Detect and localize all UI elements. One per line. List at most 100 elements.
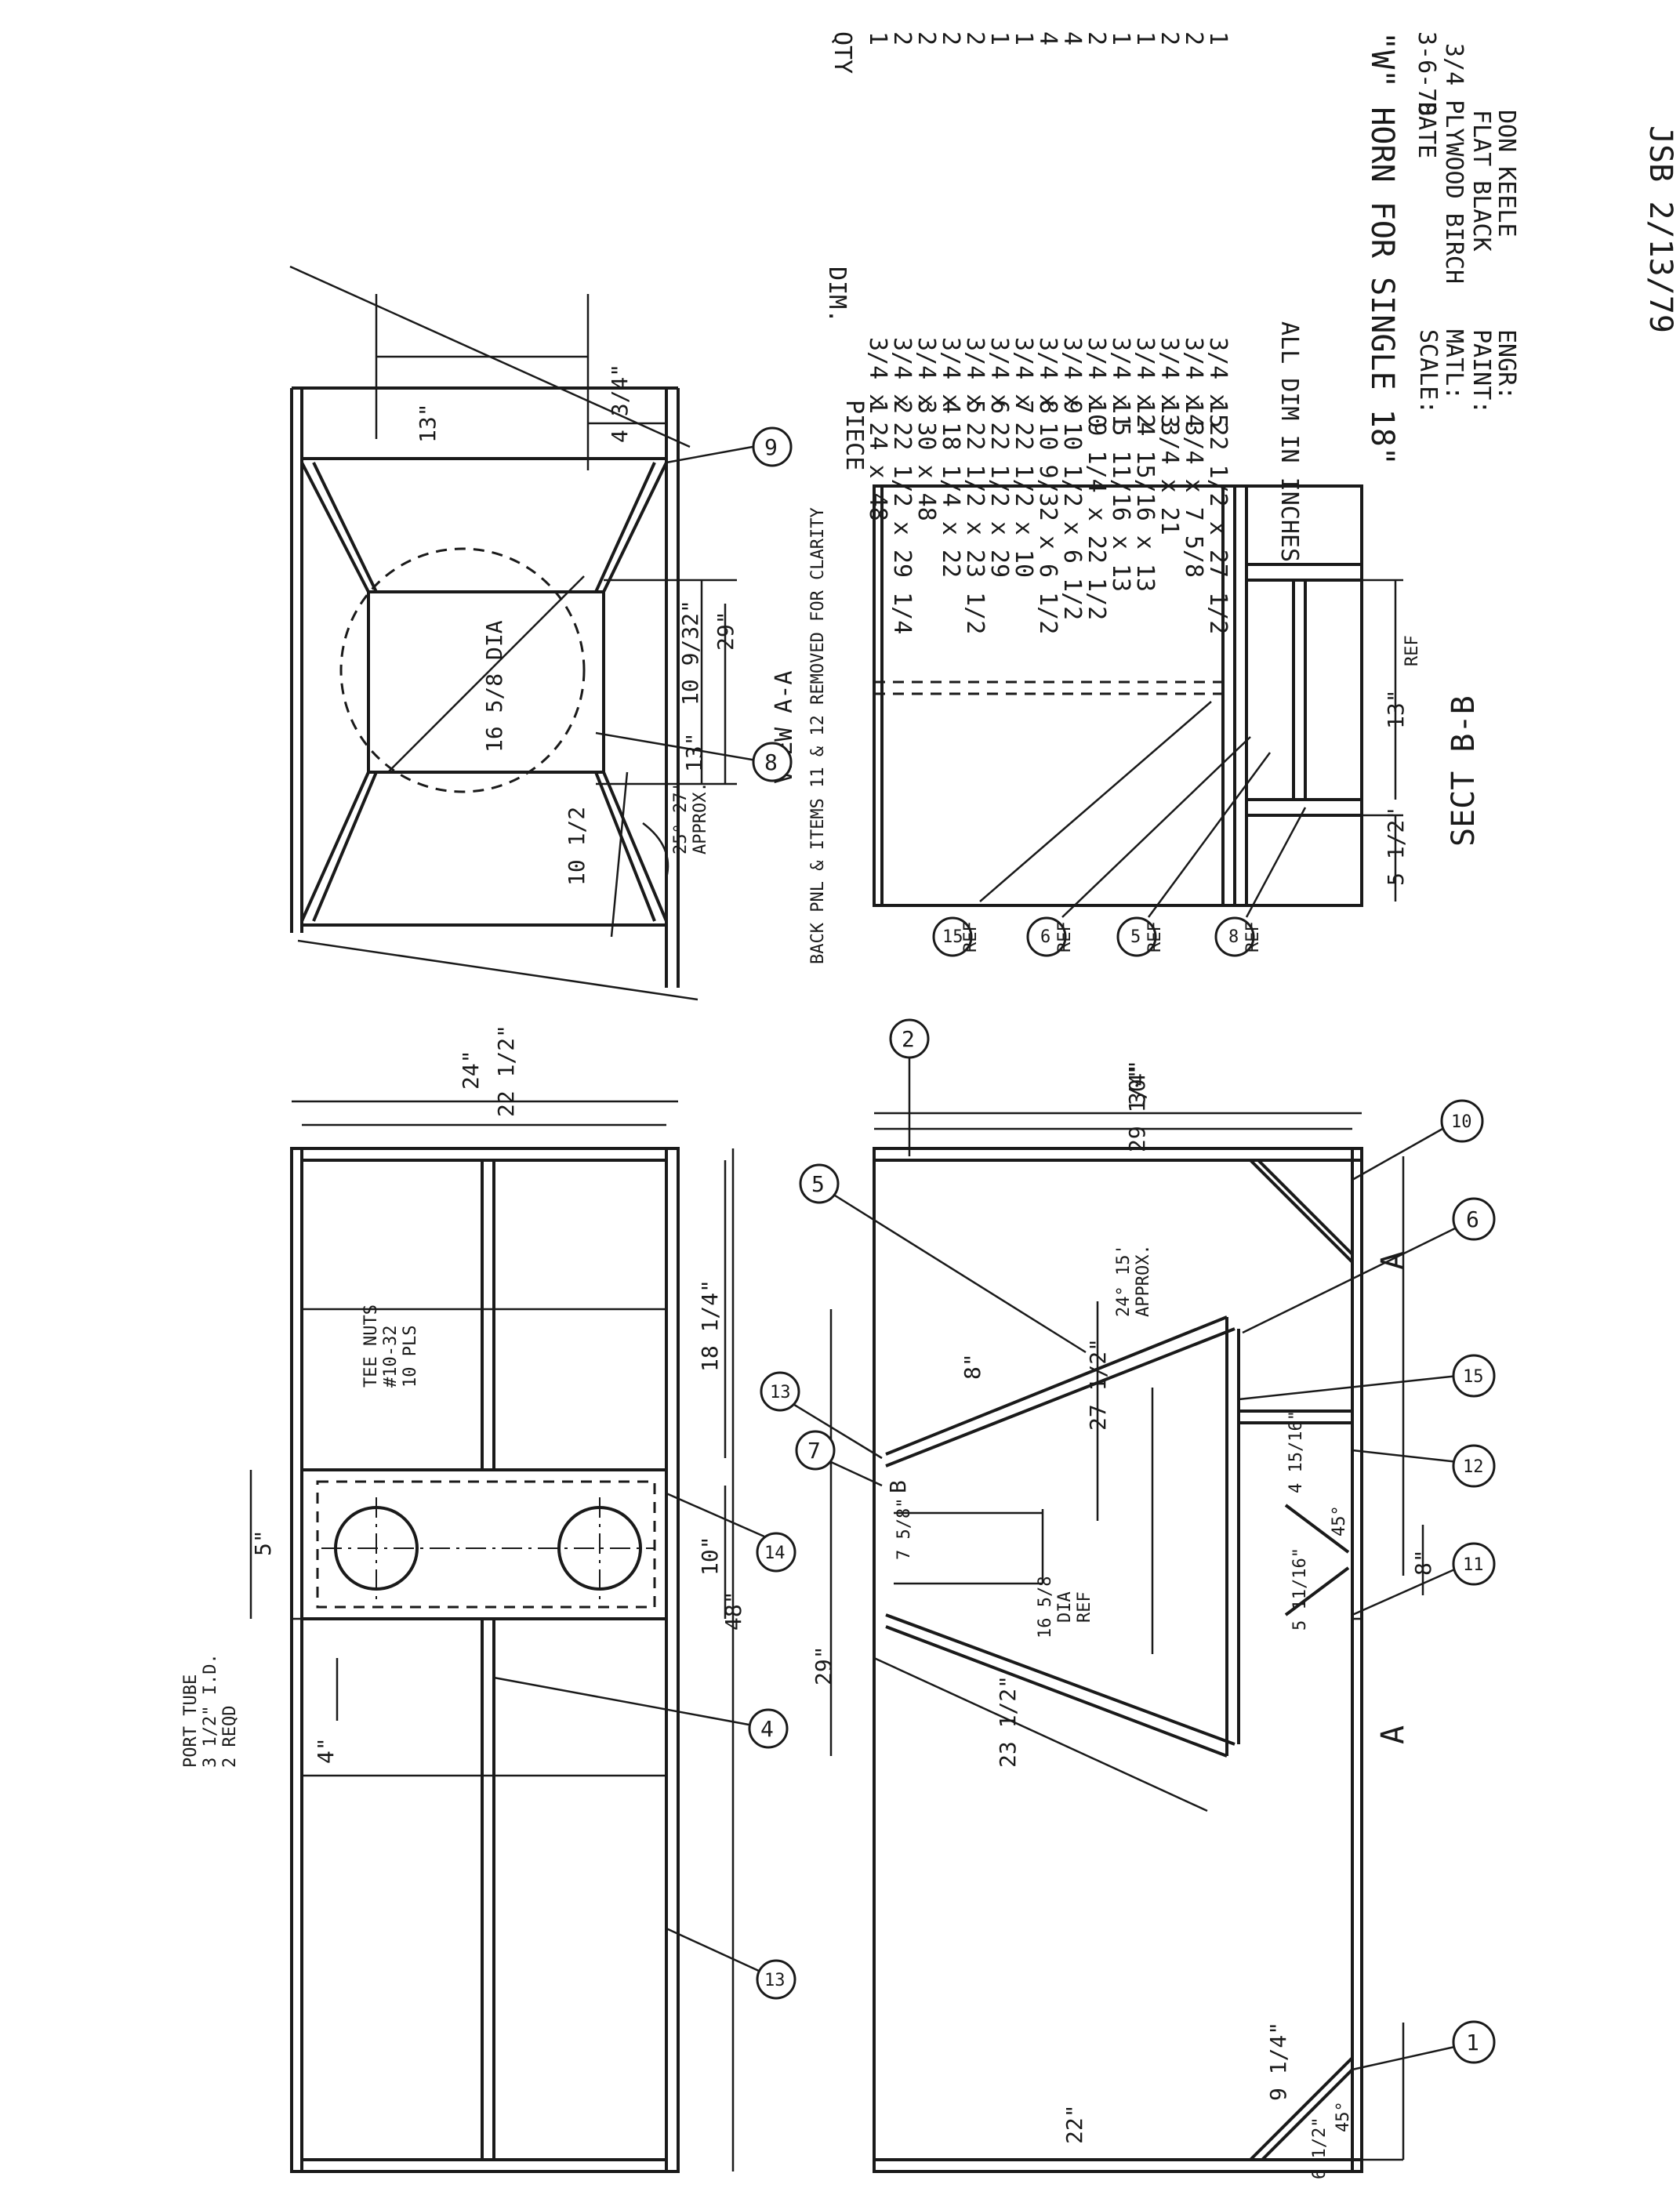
parts-row-qty: 2 — [937, 31, 964, 45]
bubble-13b: 13 — [760, 1371, 883, 1460]
front-dim-7-5-8: 7 5/8" — [894, 1498, 914, 1560]
parts-row-qty: 4 — [1034, 31, 1061, 45]
top-dim-l2: 5" — [250, 1529, 276, 1556]
bubble-8-ref-text: REF — [1243, 921, 1263, 952]
paint-label: PAINT: — [1468, 329, 1495, 414]
matl-label: MATL: — [1440, 329, 1468, 400]
view-aa-note: BACK PNL & ITEMS 11 & 12 REMOVED FOR CLA… — [808, 507, 828, 964]
parts-row-dim: 3/4 x 9 1/4 x 22 1/2 — [1083, 337, 1110, 620]
parts-row-piece: 7 — [1010, 400, 1037, 414]
parts-row-piece: 11 — [1107, 400, 1134, 428]
bubble-5b-label: 5 — [811, 1171, 825, 1197]
parts-row-piece: 14 — [1180, 400, 1207, 428]
bubble-7-label: 7 — [807, 1438, 821, 1464]
front-section-mark-a-bottom: A — [1375, 1725, 1411, 1744]
parts-row-qty: 1 — [864, 31, 891, 45]
parts-row-piece: 13 — [1156, 400, 1183, 428]
front-dim-dia: 16 5/8 — [1036, 1576, 1055, 1638]
top-dim-l5: 4" — [313, 1737, 339, 1764]
front-dim-45b: 45° — [1333, 2101, 1353, 2132]
view-aa-dim-approx: APPROX. — [691, 782, 710, 854]
port-tube-line3: 2 REQD — [220, 1706, 240, 1768]
scale-label: SCALE: — [1414, 329, 1442, 414]
engr-value: DON KEELE — [1493, 110, 1520, 238]
parts-row-dim: 3/4 x 24 x 48 — [864, 337, 891, 521]
parts-row-qty: 1 — [1107, 31, 1134, 45]
date-value: 3-6-78 — [1413, 31, 1440, 116]
bubble-10: 10 — [1352, 1099, 1484, 1181]
parts-row-dim: 3/4 x 18 1/4 x 22 — [937, 337, 964, 578]
bubble-6b-label: 6 — [1466, 1206, 1479, 1232]
front-dim-27-1-2: 27 1/2" — [1085, 1338, 1111, 1431]
front-dim-9-1-4: 9 1/4" — [1265, 2022, 1291, 2101]
parts-row-piece: 15 — [1204, 400, 1232, 428]
bubble-8b-label: 8 — [1228, 927, 1239, 947]
parts-row-piece: 3 — [913, 400, 940, 414]
bubble-5: 5 — [799, 1163, 1087, 1354]
port-tube-line2: 3 1/2" I.D. — [201, 1653, 220, 1768]
parts-row-piece: 2 — [888, 400, 916, 414]
bubble-6-ref: 6 REF — [1026, 736, 1251, 957]
signature: JSB 2/13/79 — [1642, 125, 1678, 333]
bubble-1-label: 1 — [1466, 2030, 1479, 2055]
front-section-mark-b: B — [885, 1480, 911, 1493]
parts-row-dim: 3/4 x 22 1/2 x 29 — [985, 337, 1013, 578]
all-dim-note: ALL DIM IN INCHES — [1275, 321, 1303, 562]
view-aa-dim-d2: 13" — [681, 732, 707, 772]
parts-row-dim: 3/4 x 30 x 48 — [913, 337, 940, 521]
front-dim-8b: 8" — [1410, 1549, 1436, 1576]
bubble-2: 2 — [889, 1018, 930, 1156]
parts-row-piece: 6 — [985, 400, 1013, 414]
parts-row-dim: 3/4 x 3/4 x 7 5/8 — [1180, 337, 1207, 578]
parts-row-qty: 2 — [961, 31, 989, 45]
parts-row-dim: 3/4 x 22 1/2 x 10 — [1010, 337, 1037, 578]
parts-row-piece: 12 — [1131, 400, 1159, 428]
parts-header-piece: PIECE — [840, 400, 868, 470]
parts-row-dim: 3/4 x 10 1/2 x 6 1/2 — [1058, 337, 1086, 620]
front-dim-ref: REF — [1075, 1591, 1094, 1623]
view-aa-dim-d3: 29" — [713, 611, 738, 651]
engr-label: ENGR: — [1493, 329, 1520, 400]
top-dim-l1: 18 1/4" — [697, 1279, 723, 1372]
title-block: JSB 2/13/79 "W" HORN FOR SINGLE 18" ALL … — [1275, 31, 1678, 562]
parts-row-qty: 4 — [1058, 31, 1086, 45]
parts-row-dim: 3/4 x 4 15/16 x 13 — [1131, 337, 1159, 592]
tee-nuts-line2: #10-32 — [381, 1326, 401, 1388]
date-label: DATE — [1413, 102, 1440, 158]
front-dim-angle: 24° 15' — [1114, 1244, 1134, 1317]
bubble-6-ref-text: REF — [1055, 921, 1075, 952]
bubble-4: 4 — [493, 1676, 789, 1749]
view-aa-dim-d1: 10 9/32" — [677, 600, 703, 706]
view-aa-dim-dia: 16 5/8 DIA — [481, 620, 507, 753]
parts-row-piece: 9 — [1058, 400, 1086, 414]
paint-value: FLAT BLACK — [1468, 110, 1495, 252]
bubble-15-ref-text: REF — [961, 921, 981, 952]
sect-bb-dim-d2: 5 1/2" — [1383, 807, 1409, 886]
parts-row-piece: 1 — [864, 400, 891, 414]
sect-bb-dim-ref: REF — [1402, 635, 1422, 666]
front-dim-45a: 45° — [1330, 1505, 1349, 1536]
parts-row-qty: 1 — [1204, 31, 1232, 45]
matl-value: 3/4 PLYWOOD BIRCH — [1440, 43, 1468, 284]
top-dim-l4: 48" — [720, 1591, 746, 1631]
parts-row-dim: 3/4 x 3/4 x 21 — [1156, 337, 1183, 535]
front-section-mark-a-top: A — [1375, 1251, 1411, 1270]
bubble-11-label: 11 — [1463, 1555, 1484, 1575]
front-dim-approx: APPROX. — [1134, 1244, 1153, 1317]
parts-row-qty: 2 — [913, 31, 940, 45]
bubble-9: 9 — [666, 426, 793, 467]
parts-row-qty: 2 — [1083, 31, 1110, 45]
sect-bb-label: SECT B-B — [1446, 695, 1482, 847]
parts-row-qty: 1 — [985, 31, 1013, 45]
top-dim-w2: 22 1/2" — [493, 1025, 519, 1117]
front-dim-23-1-2: 23 1/2" — [995, 1675, 1021, 1768]
bubble-8: 8 — [595, 731, 793, 782]
parts-row-piece: 4 — [937, 400, 964, 414]
bubble-9-label: 9 — [764, 434, 778, 460]
parts-row-qty: 2 — [888, 31, 916, 45]
parts-row-piece: 8 — [1034, 400, 1061, 414]
bubble-14: 14 — [666, 1492, 796, 1573]
bubble-5-ref: 5 REF — [1116, 752, 1272, 957]
front-dim-4-15: 4 15/16" — [1286, 1410, 1306, 1493]
